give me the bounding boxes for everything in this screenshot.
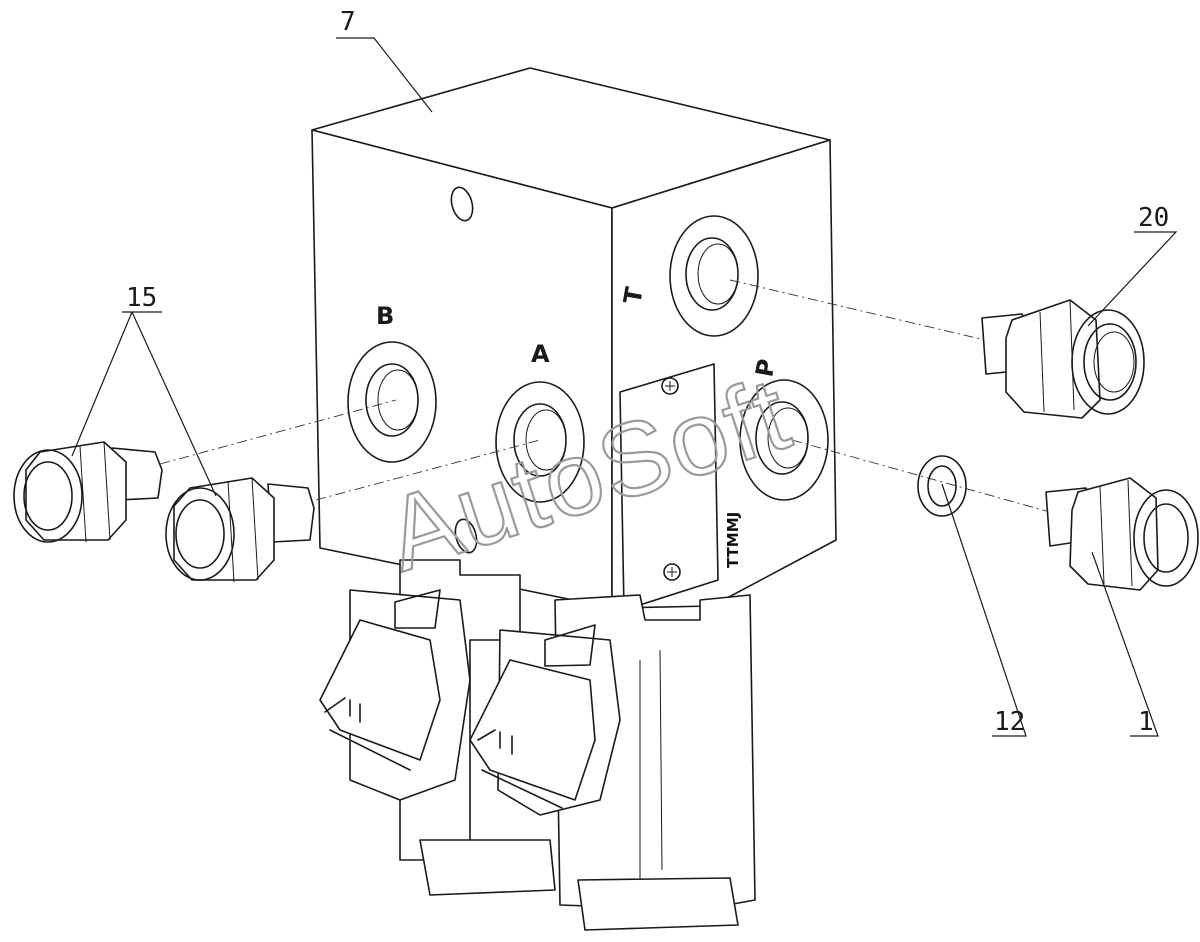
- port-b: [347, 341, 437, 463]
- port-label-a: A: [531, 340, 550, 368]
- port-label-p: P: [750, 357, 781, 379]
- port-a: [495, 381, 585, 503]
- callout-20: 20: [1138, 203, 1169, 233]
- center-lines: [159, 279, 1051, 513]
- solenoid-assembly: [319, 559, 756, 931]
- port-label-b: B: [376, 302, 394, 330]
- washer-12: [917, 455, 967, 517]
- callout-7: 7: [340, 7, 356, 37]
- port-label-t: T: [618, 284, 649, 306]
- nameplate-text: TTMMJ: [724, 512, 742, 568]
- fitting-20: [981, 299, 1145, 419]
- callout-leaders: [71, 37, 1178, 737]
- port-t: [669, 215, 759, 337]
- callout-15: 15: [126, 283, 157, 313]
- callout-12: 12: [994, 707, 1025, 737]
- fitting-15-right: [165, 477, 315, 583]
- fitting-1: [1045, 477, 1199, 591]
- valve-block: B A T P TTMMJ: [311, 67, 837, 611]
- callout-1: 1: [1138, 707, 1154, 737]
- fitting-15-left: [13, 441, 163, 543]
- port-p: [739, 379, 829, 501]
- nameplate: TTMMJ: [619, 363, 742, 611]
